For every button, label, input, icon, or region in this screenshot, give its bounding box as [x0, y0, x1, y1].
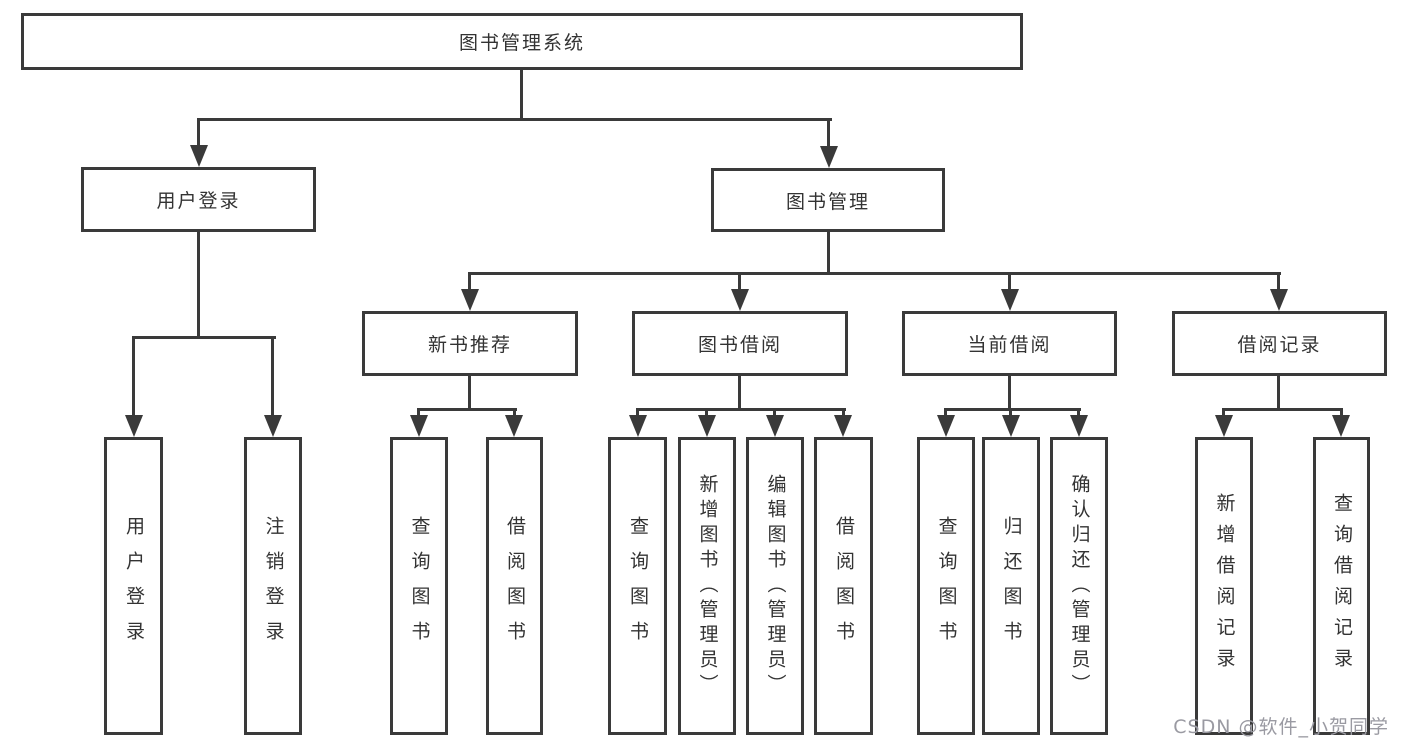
arrowhead-recommend-query	[410, 415, 428, 437]
leaf-label: 确认归还（管理员）	[1068, 473, 1091, 699]
leaf-label: 编辑图书（管理员）	[764, 473, 787, 699]
node-label: 用户登录	[156, 190, 241, 212]
connector-drop-new-book-recommend	[468, 272, 471, 291]
leaf-current-query-book: 查询图书	[917, 437, 975, 735]
connector-new-book-recommend-bar	[417, 408, 517, 411]
connector-drop-borrow-borrow	[842, 408, 845, 417]
connector-drop-borrow-record	[1277, 272, 1280, 291]
leaf-record-query-borrow-record: 查询借阅记录	[1313, 437, 1370, 735]
connector-root-bar	[197, 118, 832, 121]
leaf-borrow-add-book-admin: 新增图书（管理员）	[678, 437, 736, 735]
node-label: 图书借阅	[697, 334, 782, 356]
connector-drop-book-borrow	[738, 272, 741, 291]
connector-book-management-stem	[827, 232, 830, 275]
leaf-recommend-query-book: 查询图书	[390, 437, 448, 735]
leaf-label: 查询图书	[627, 516, 649, 656]
connector-new-book-recommend-stem	[468, 376, 471, 411]
leaf-label: 借阅图书	[833, 516, 855, 656]
arrowhead-borrow-query	[629, 415, 647, 437]
connector-user-login-stem	[197, 232, 200, 339]
connector-borrow-record-bar	[1222, 408, 1343, 411]
leaf-label: 新增借阅记录	[1213, 493, 1236, 679]
node-borrow-record: 借阅记录	[1172, 311, 1387, 376]
arrowhead-record-add	[1215, 415, 1233, 437]
leaf-label: 用户登录	[123, 516, 145, 656]
connector-root-stem	[520, 70, 523, 120]
connector-drop-book-management	[827, 118, 830, 148]
connector-book-borrow-bar	[636, 408, 846, 411]
connector-drop-record-query	[1340, 408, 1343, 417]
connector-book-borrow-stem	[738, 376, 741, 411]
arrowhead-borrow-record	[1270, 289, 1288, 311]
node-label: 借阅记录	[1237, 334, 1322, 356]
node-current-borrow: 当前借阅	[902, 311, 1117, 376]
arrowhead-current-return	[1002, 415, 1020, 437]
node-new-book-recommend: 新书推荐	[362, 311, 578, 376]
node-label: 新书推荐	[427, 334, 512, 356]
leaf-user-login: 用户登录	[104, 437, 163, 735]
connector-drop-borrow-add	[705, 408, 708, 417]
arrowhead-login	[125, 415, 143, 437]
arrowhead-current-borrow	[1001, 289, 1019, 311]
connector-drop-recommend-borrow	[513, 408, 516, 417]
node-library-management-system: 图书管理系统	[21, 13, 1023, 70]
connector-drop-record-add	[1222, 408, 1225, 417]
leaf-record-add-borrow-record: 新增借阅记录	[1195, 437, 1253, 735]
leaf-label: 注销登录	[262, 516, 285, 656]
connector-drop-current-borrow	[1008, 272, 1011, 291]
connector-drop-logout	[271, 336, 274, 417]
arrowhead-book-management	[820, 146, 838, 168]
arrowhead-recommend-borrow	[505, 415, 523, 437]
leaf-label: 查询借阅记录	[1331, 493, 1353, 679]
connector-drop-recommend-query	[417, 408, 420, 417]
leaf-label: 查询图书	[408, 516, 431, 656]
csdn-watermark: CSDN @软件_小贺同学	[1173, 716, 1389, 738]
arrowhead-current-confirm	[1070, 415, 1088, 437]
arrowhead-user-login	[190, 145, 208, 167]
arrowhead-record-query	[1332, 415, 1350, 437]
connector-user-login-bar	[132, 336, 276, 339]
connector-drop-user-login	[197, 118, 200, 148]
arrowhead-current-query	[937, 415, 955, 437]
arrowhead-new-book-recommend	[461, 289, 479, 311]
leaf-current-confirm-return-admin: 确认归还（管理员）	[1050, 437, 1108, 735]
leaf-borrow-query-book: 查询图书	[608, 437, 667, 735]
leaf-label: 新增图书（管理员）	[696, 473, 719, 699]
connector-current-borrow-stem	[1008, 376, 1011, 411]
leaf-current-return-book: 归还图书	[982, 437, 1040, 735]
arrowhead-book-borrow	[731, 289, 749, 311]
node-user-login: 用户登录	[81, 167, 316, 232]
node-label: 图书管理系统	[458, 32, 585, 54]
leaf-label: 查询图书	[935, 516, 958, 656]
leaf-label: 归还图书	[1000, 516, 1023, 656]
connector-drop-borrow-query	[636, 408, 639, 417]
arrowhead-borrow-edit	[766, 415, 784, 437]
connector-drop-borrow-edit	[773, 408, 776, 417]
connector-current-borrow-bar	[944, 408, 1081, 411]
connector-book-management-bar	[468, 272, 1281, 275]
leaf-recommend-borrow-book: 借阅图书	[486, 437, 543, 735]
connector-drop-current-query	[944, 408, 947, 417]
leaf-label: 借阅图书	[504, 516, 526, 656]
node-label: 当前借阅	[967, 334, 1052, 356]
arrowhead-borrow-borrow	[834, 415, 852, 437]
connector-borrow-record-stem	[1277, 376, 1280, 411]
arrowhead-logout	[264, 415, 282, 437]
connector-drop-current-confirm	[1077, 408, 1080, 417]
connector-drop-current-return	[1009, 408, 1012, 417]
connector-drop-login	[132, 336, 135, 417]
node-label: 图书管理	[785, 190, 870, 213]
node-book-borrow: 图书借阅	[632, 311, 848, 376]
leaf-logout-login: 注销登录	[244, 437, 302, 735]
arrowhead-borrow-add	[698, 415, 716, 437]
leaf-borrow-borrow-book: 借阅图书	[814, 437, 873, 735]
node-book-management: 图书管理	[711, 168, 945, 232]
leaf-borrow-edit-book-admin: 编辑图书（管理员）	[746, 437, 804, 735]
